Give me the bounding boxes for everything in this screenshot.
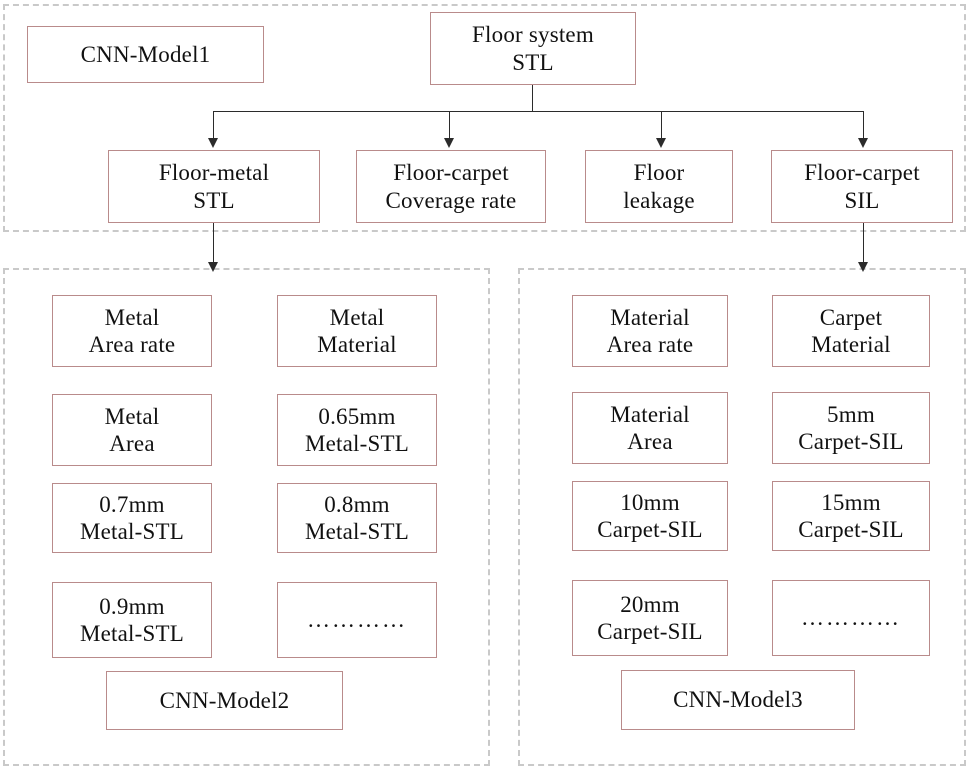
node-floor-metal-stl-line1: Floor-metal [158,160,270,186]
panel-model3-group [518,268,966,766]
node-floor-carpet-coverage-rate[interactable]: Floor-carpet Coverage rate [356,150,546,223]
node-065mm-metal-stl-line2: Metal-STL [305,431,409,456]
node-08mm-metal-stl-line2: Metal-STL [305,519,409,544]
node-10mm-carpet-sil-line2: Carpet-SIL [597,517,703,542]
node-floor-metal-stl-line2: STL [193,187,235,213]
connector-root-bus [213,111,863,112]
node-carpet-material[interactable]: Carpet Material [772,295,930,367]
panel-model2-group [3,268,490,766]
node-metal-area[interactable]: Metal Area [52,394,212,466]
node-5mm-carpet-sil-line2: Carpet-SIL [798,429,904,454]
node-metal-area-rate-line2: Area rate [88,332,176,357]
node-material-area-rate-line1: Material [610,304,690,330]
connector-branch-2 [449,111,450,143]
node-09mm-metal-stl-line1: 0.9mm [99,593,165,619]
node-floor-system-stl-line2: STL [512,49,554,75]
node-08mm-metal-stl[interactable]: 0.8mm Metal-STL [277,483,437,553]
arrow-to-model3-panel [858,262,868,272]
node-carpet-ellipsis-label: ………… [801,605,901,631]
arrow-branch-1 [208,138,218,148]
node-cnn-model2-label: CNN-Model2 [159,687,290,713]
node-floor-leakage-line2: leakage [623,187,695,213]
node-material-area-rate-line2: Area rate [606,332,694,357]
node-15mm-carpet-sil[interactable]: 15mm Carpet-SIL [772,481,930,551]
node-10mm-carpet-sil-line1: 10mm [620,489,680,515]
panel-model1-group [3,4,966,232]
node-065mm-metal-stl[interactable]: 0.65mm Metal-STL [277,394,437,466]
node-cnn-model1[interactable]: CNN-Model1 [27,26,264,83]
node-floor-carpet-coverage-rate-line2: Coverage rate [385,187,517,213]
node-07mm-metal-stl-line2: Metal-STL [80,519,184,544]
node-material-area-rate[interactable]: Material Area rate [572,295,728,367]
node-09mm-metal-stl-line2: Metal-STL [80,621,184,646]
node-carpet-ellipsis[interactable]: ………… [772,580,930,656]
node-floor-system-stl[interactable]: Floor system STL [430,12,636,85]
node-floor-carpet-sil-line1: Floor-carpet [804,160,920,186]
node-5mm-carpet-sil-line1: 5mm [827,401,875,427]
connector-branch-3 [661,111,662,143]
node-07mm-metal-stl[interactable]: 0.7mm Metal-STL [52,483,212,553]
node-floor-carpet-sil[interactable]: Floor-carpet SIL [771,150,953,223]
node-floor-metal-stl[interactable]: Floor-metal STL [108,150,320,223]
node-20mm-carpet-sil-line1: 20mm [620,591,680,617]
node-08mm-metal-stl-line1: 0.8mm [324,491,390,517]
node-floor-leakage[interactable]: Floor leakage [585,150,733,223]
node-carpet-material-line2: Material [811,332,891,357]
connector-root-stem [532,85,533,111]
node-065mm-metal-stl-line1: 0.65mm [318,403,396,429]
node-cnn-model1-label: CNN-Model1 [80,41,211,67]
node-cnn-model3[interactable]: CNN-Model3 [621,670,855,730]
node-material-area[interactable]: Material Area [572,392,728,464]
node-carpet-material-line1: Carpet [819,304,883,330]
connector-branch-1 [213,111,214,143]
connector-branch-4 [863,111,864,143]
arrow-branch-3 [656,138,666,148]
node-metal-area-line1: Metal [104,403,160,429]
node-20mm-carpet-sil-line2: Carpet-SIL [597,619,703,644]
node-metal-area-rate-line1: Metal [104,304,160,330]
node-10mm-carpet-sil[interactable]: 10mm Carpet-SIL [572,481,728,551]
node-metal-ellipsis-label: ………… [307,607,407,633]
node-metal-ellipsis[interactable]: ………… [277,582,437,658]
node-09mm-metal-stl[interactable]: 0.9mm Metal-STL [52,582,212,658]
node-15mm-carpet-sil-line1: 15mm [821,489,881,515]
node-07mm-metal-stl-line1: 0.7mm [99,491,165,517]
node-metal-material-line1: Metal [329,304,385,330]
node-floor-leakage-line1: Floor [633,160,685,186]
node-floor-system-stl-line1: Floor system [472,22,594,48]
node-metal-material-line2: Material [317,332,397,357]
connector-to-model2-panel [213,223,214,268]
node-cnn-model2[interactable]: CNN-Model2 [106,671,343,730]
node-metal-area-rate[interactable]: Metal Area rate [52,295,212,367]
arrow-branch-4 [858,138,868,148]
node-material-area-line1: Material [610,401,690,427]
node-15mm-carpet-sil-line2: Carpet-SIL [798,517,904,542]
node-floor-carpet-coverage-rate-line1: Floor-carpet [393,160,509,186]
node-material-area-line2: Area [627,429,673,454]
connector-to-model3-panel [863,223,864,268]
node-20mm-carpet-sil[interactable]: 20mm Carpet-SIL [572,580,728,656]
node-floor-carpet-sil-line2: SIL [844,187,880,213]
node-metal-material[interactable]: Metal Material [277,295,437,367]
arrow-branch-2 [444,138,454,148]
node-5mm-carpet-sil[interactable]: 5mm Carpet-SIL [772,392,930,464]
arrow-to-model2-panel [208,262,218,272]
node-cnn-model3-label: CNN-Model3 [673,687,803,713]
node-metal-area-line2: Area [109,431,155,456]
